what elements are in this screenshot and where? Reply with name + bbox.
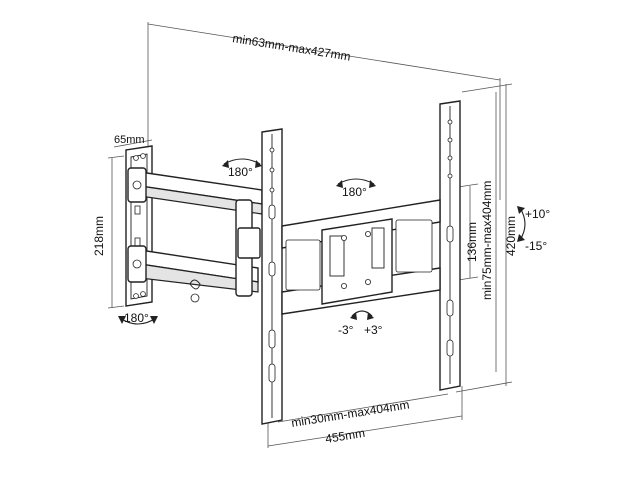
- tilt-down-label: -15°: [525, 239, 547, 253]
- wall-width-dimension-line: [113, 139, 153, 148]
- articulating-arms: [127, 167, 263, 303]
- vesa-small-tick-top: [457, 183, 479, 188]
- level-adjust-indicator: -3° +3°: [338, 310, 383, 337]
- vesa-small-tick-bottom: [457, 276, 479, 281]
- vesa-vertical-range-label: min75mm-max404mm: [480, 181, 494, 300]
- arm-middle-rotation-label: 180°: [342, 185, 367, 199]
- tilt-up-label: +10°: [525, 207, 550, 221]
- vesa-horizontal-range-label: min30mm-max404mm: [290, 397, 410, 429]
- tv-bracket-frame: [261, 100, 461, 425]
- frame-width-dimension-line: [267, 415, 463, 447]
- frame-height-label: 420mm: [504, 216, 518, 256]
- level-plus-label: +3°: [364, 323, 383, 337]
- vesa-vertical-small-label: 136mm: [465, 222, 479, 262]
- frame-width-label: 455mm: [324, 426, 366, 446]
- rotation-arm-middle: 180°: [336, 178, 376, 199]
- level-minus-label: -3°: [338, 323, 354, 337]
- frame-height-tick-bottom: [455, 381, 513, 393]
- frame-height-tick-top: [461, 83, 513, 93]
- rotation-wall-bottom: 180°: [118, 311, 158, 325]
- vesa-horizontal-dimension-line: [277, 393, 449, 423]
- wall-height-tick-top: [107, 155, 125, 159]
- tilt-indicator: +10° -15°: [517, 206, 550, 253]
- top-span-dimension-line: [147, 23, 501, 81]
- rotation-arm-top: 180°: [222, 158, 262, 179]
- wall-height-tick-bottom: [107, 305, 125, 309]
- top-span-label: min63mm-max427mm: [232, 31, 352, 63]
- wall-plate-height-label: 218mm: [92, 216, 106, 256]
- arm-top-rotation-label: 180°: [228, 165, 253, 179]
- wall-plate-width-label: 65mm: [114, 134, 145, 146]
- wall-bottom-rotation-label: 180°: [124, 311, 149, 325]
